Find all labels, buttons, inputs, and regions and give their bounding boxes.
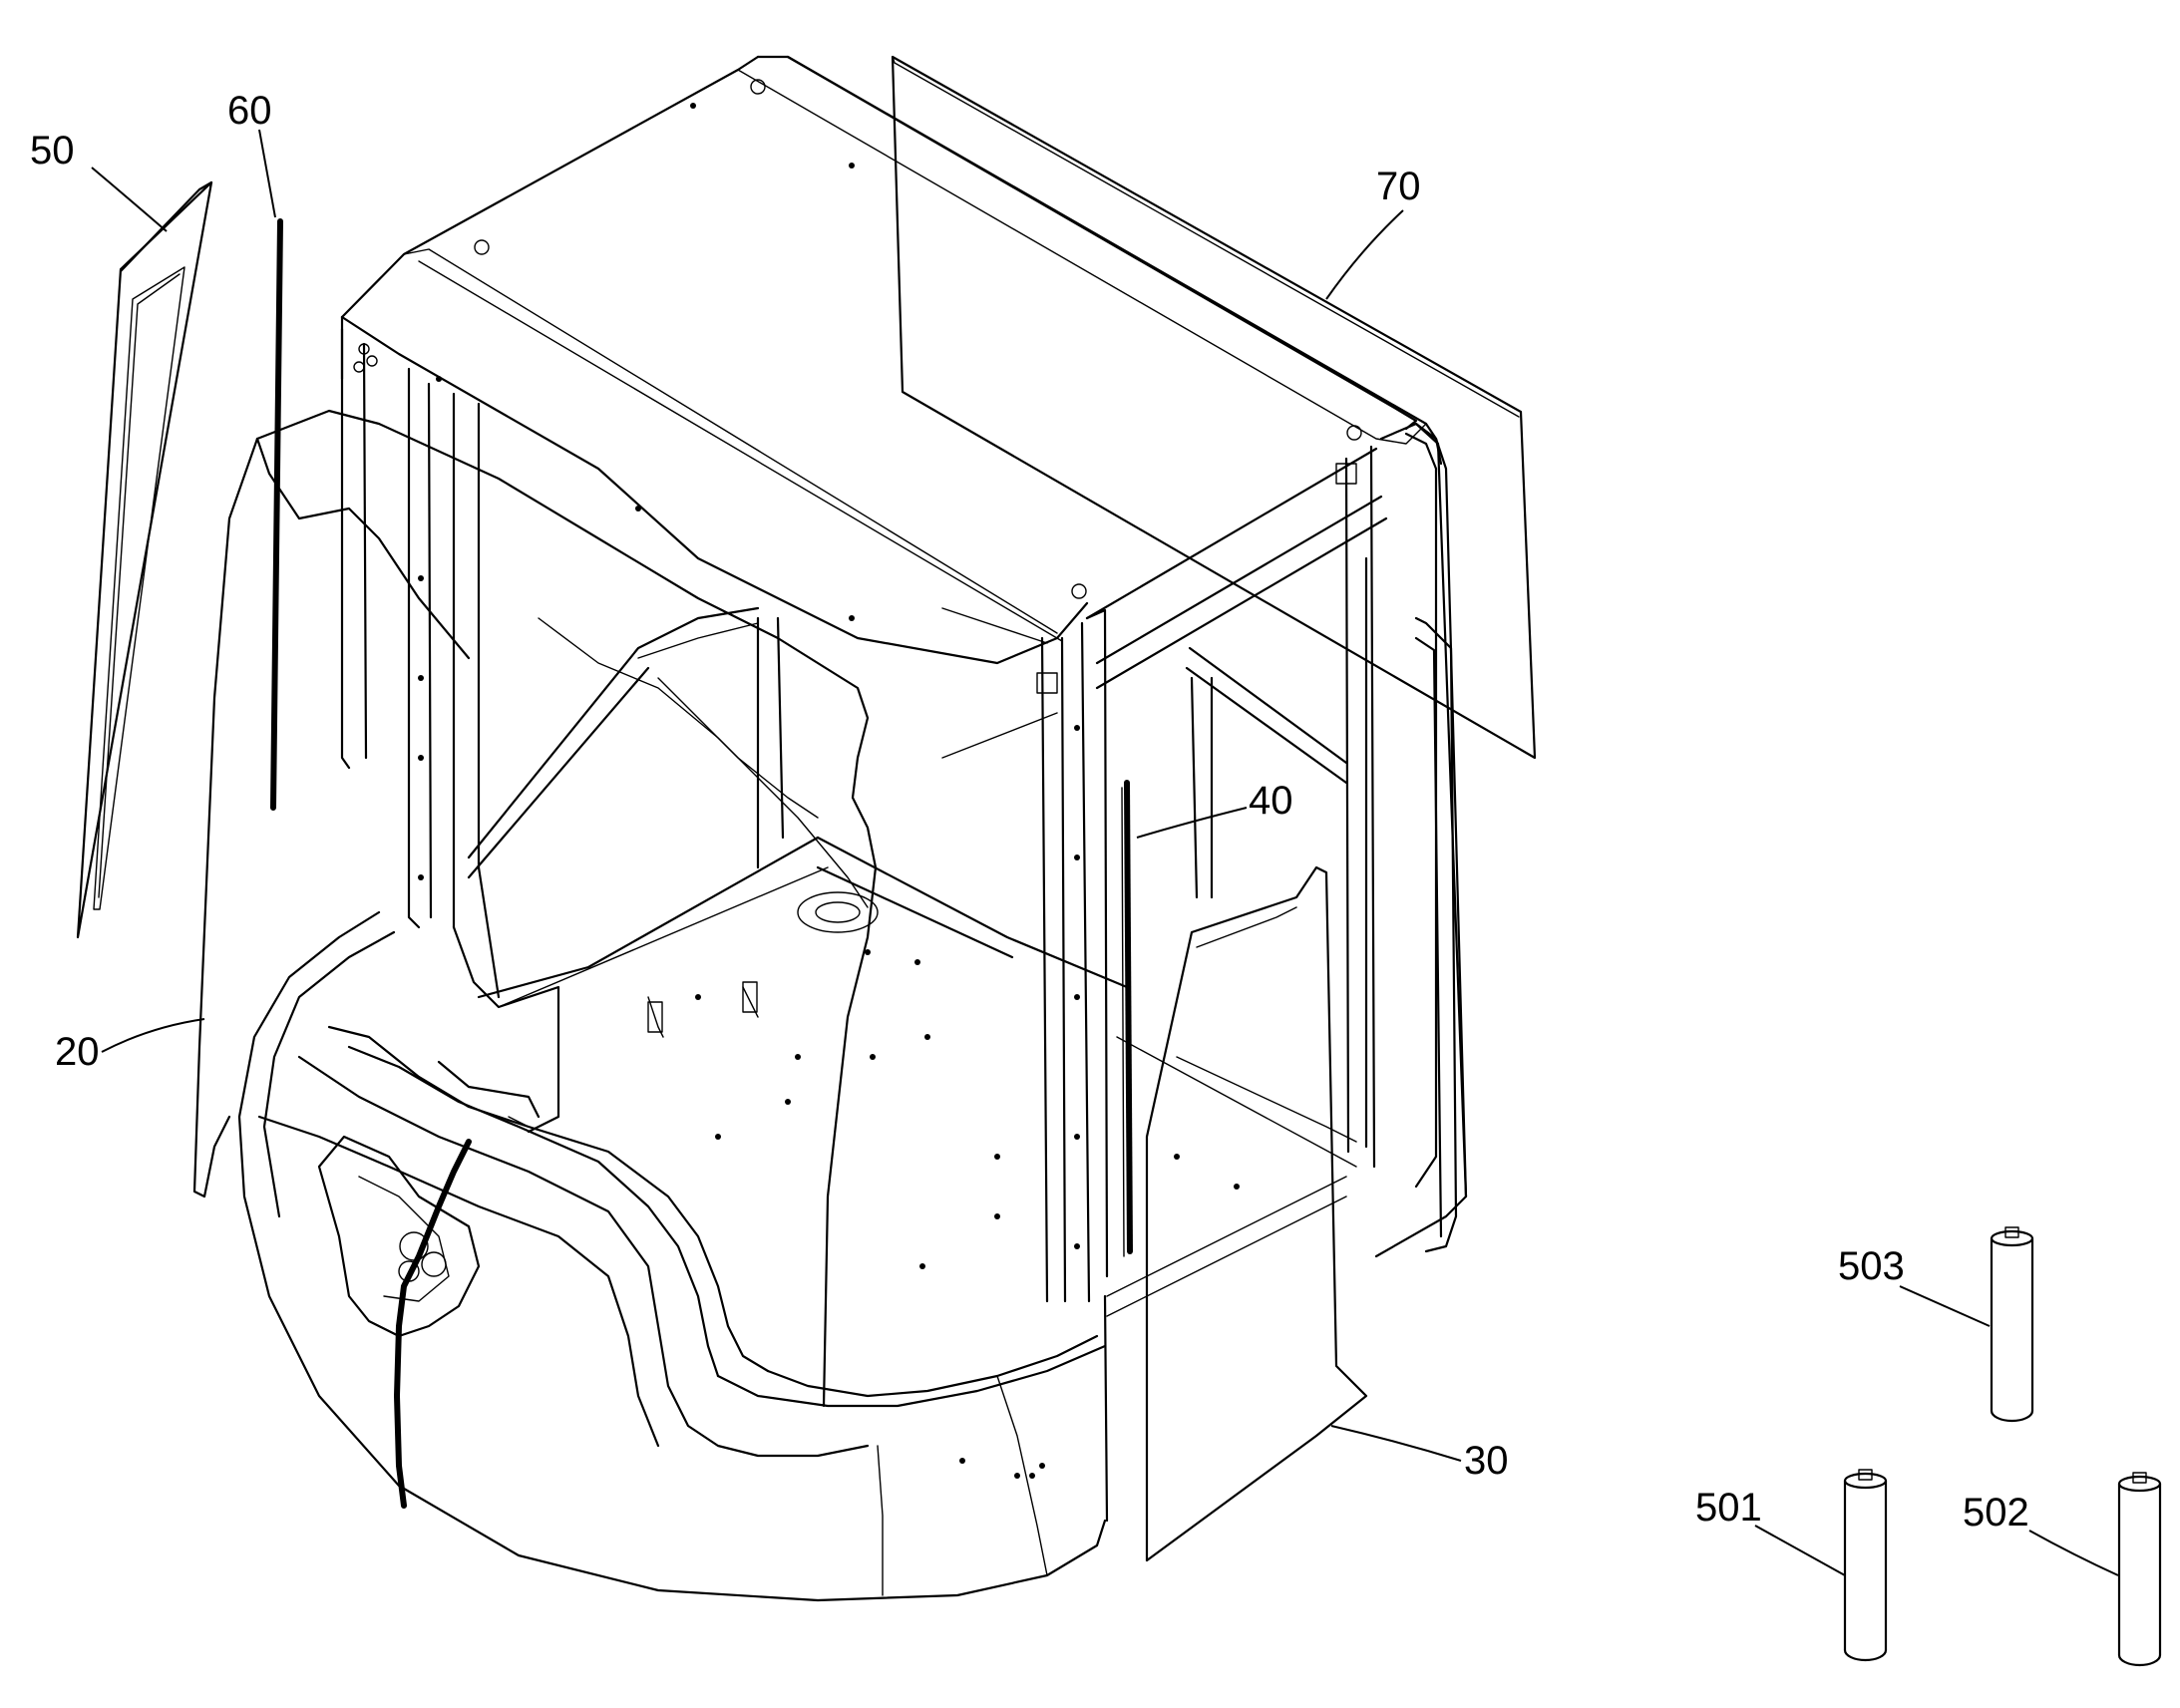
seat-bracket: [437, 865, 560, 1134]
reference-numerals: 50 60 70 40 20 30 503 501 502: [30, 89, 2029, 1535]
lower-body-shell: [237, 910, 1109, 1602]
part-50-side-window: [76, 180, 213, 939]
label-503: 503: [1838, 1244, 1905, 1288]
leader-502: [2028, 1530, 2119, 1576]
label-60: 60: [227, 89, 272, 133]
right-front-pillar: [941, 607, 1109, 1303]
leader-501: [1754, 1525, 1846, 1576]
cab-roof: [340, 55, 1443, 665]
label-40: 40: [1249, 779, 1293, 823]
leader-lines: [91, 129, 2119, 1576]
leader-50: [91, 167, 168, 232]
part-30-door-panel: [1145, 865, 1368, 1562]
leader-40: [1136, 807, 1248, 839]
part-20-front-windshield: [192, 409, 878, 1408]
rear-side-panel: [1374, 422, 1468, 1258]
leader-70: [1325, 209, 1404, 300]
cab-floor: [477, 836, 1240, 1269]
post-501: [1843, 1469, 1888, 1662]
rear-frame: [1085, 432, 1438, 1317]
label-502: 502: [1963, 1491, 2029, 1535]
internal-brace: [467, 606, 1129, 989]
latch-cable: [393, 1139, 472, 1509]
leader-60: [258, 129, 276, 218]
part-40-seal-strip: [1121, 780, 1133, 1257]
left-pillar: [340, 327, 481, 929]
label-501: 501: [1695, 1486, 1762, 1530]
part-60-seal-strip: [270, 218, 283, 811]
label-30: 30: [1464, 1439, 1509, 1483]
leader-20: [101, 1018, 205, 1053]
label-70: 70: [1376, 165, 1421, 208]
label-50: 50: [30, 129, 75, 172]
post-503: [1990, 1226, 2034, 1423]
leader-30: [1330, 1425, 1462, 1462]
post-502: [2117, 1472, 2162, 1667]
label-20: 20: [55, 1030, 100, 1074]
leader-503: [1899, 1285, 1991, 1327]
part-70-rear-window: [891, 55, 1537, 760]
